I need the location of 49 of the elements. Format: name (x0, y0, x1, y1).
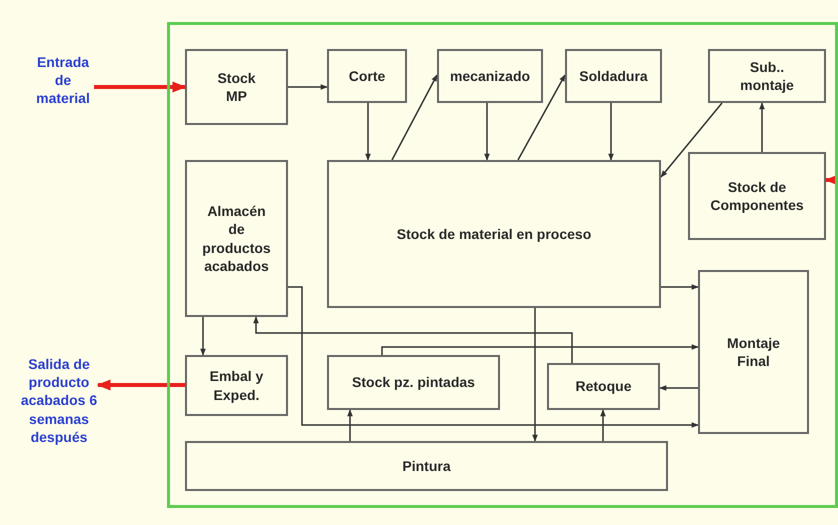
box-label: Sub.. montaje (739, 58, 795, 94)
arrow (660, 102, 723, 178)
arrow (347, 409, 353, 441)
process-box (185, 441, 668, 491)
box-label: Entrada de material (35, 52, 91, 108)
arrow (532, 308, 538, 442)
process-box (327, 49, 407, 103)
arrow (608, 103, 614, 161)
box-label: Stock MP (216, 68, 257, 106)
arrow (661, 284, 699, 290)
arrow (759, 102, 765, 152)
process-box (327, 355, 500, 410)
box-label: Stock pz. pintadas (352, 373, 475, 392)
arrow (288, 84, 328, 90)
process-box (565, 49, 662, 103)
arrow (600, 409, 606, 441)
arrow (94, 81, 186, 93)
arrow (391, 74, 438, 160)
process-box (327, 160, 661, 308)
box-label: Almacén de productos acabados (202, 202, 271, 275)
arrow (517, 74, 566, 160)
arrow (253, 316, 573, 363)
box-label: Corte (348, 66, 386, 86)
arrow (659, 385, 698, 391)
process-box (547, 363, 660, 410)
arrow (824, 174, 838, 186)
process-box (698, 270, 809, 434)
box-label: Montaje Final (726, 334, 781, 370)
box-label: Soldadura (579, 66, 648, 86)
box-label: Stock de material en proceso (396, 224, 592, 244)
arrow (200, 317, 206, 356)
arrow (365, 103, 371, 161)
frame-border (167, 22, 838, 508)
process-box (185, 49, 288, 125)
process-box (708, 49, 826, 103)
process-box (688, 152, 826, 240)
process-box (185, 355, 288, 416)
arrow (96, 379, 185, 391)
process-box (437, 49, 543, 103)
box-label: Salida de producto acabados 6 semanas después (20, 355, 98, 446)
box-label: Embal y Exped. (208, 367, 264, 404)
box-label: Retoque (576, 377, 632, 396)
process-box (185, 160, 288, 317)
arrow (288, 286, 699, 428)
arrow (484, 103, 490, 161)
box-label: mecanizado (450, 66, 530, 86)
box-label: Stock de Componentes (710, 178, 804, 214)
box-label: Pintura (402, 456, 451, 476)
arrow (381, 344, 699, 355)
